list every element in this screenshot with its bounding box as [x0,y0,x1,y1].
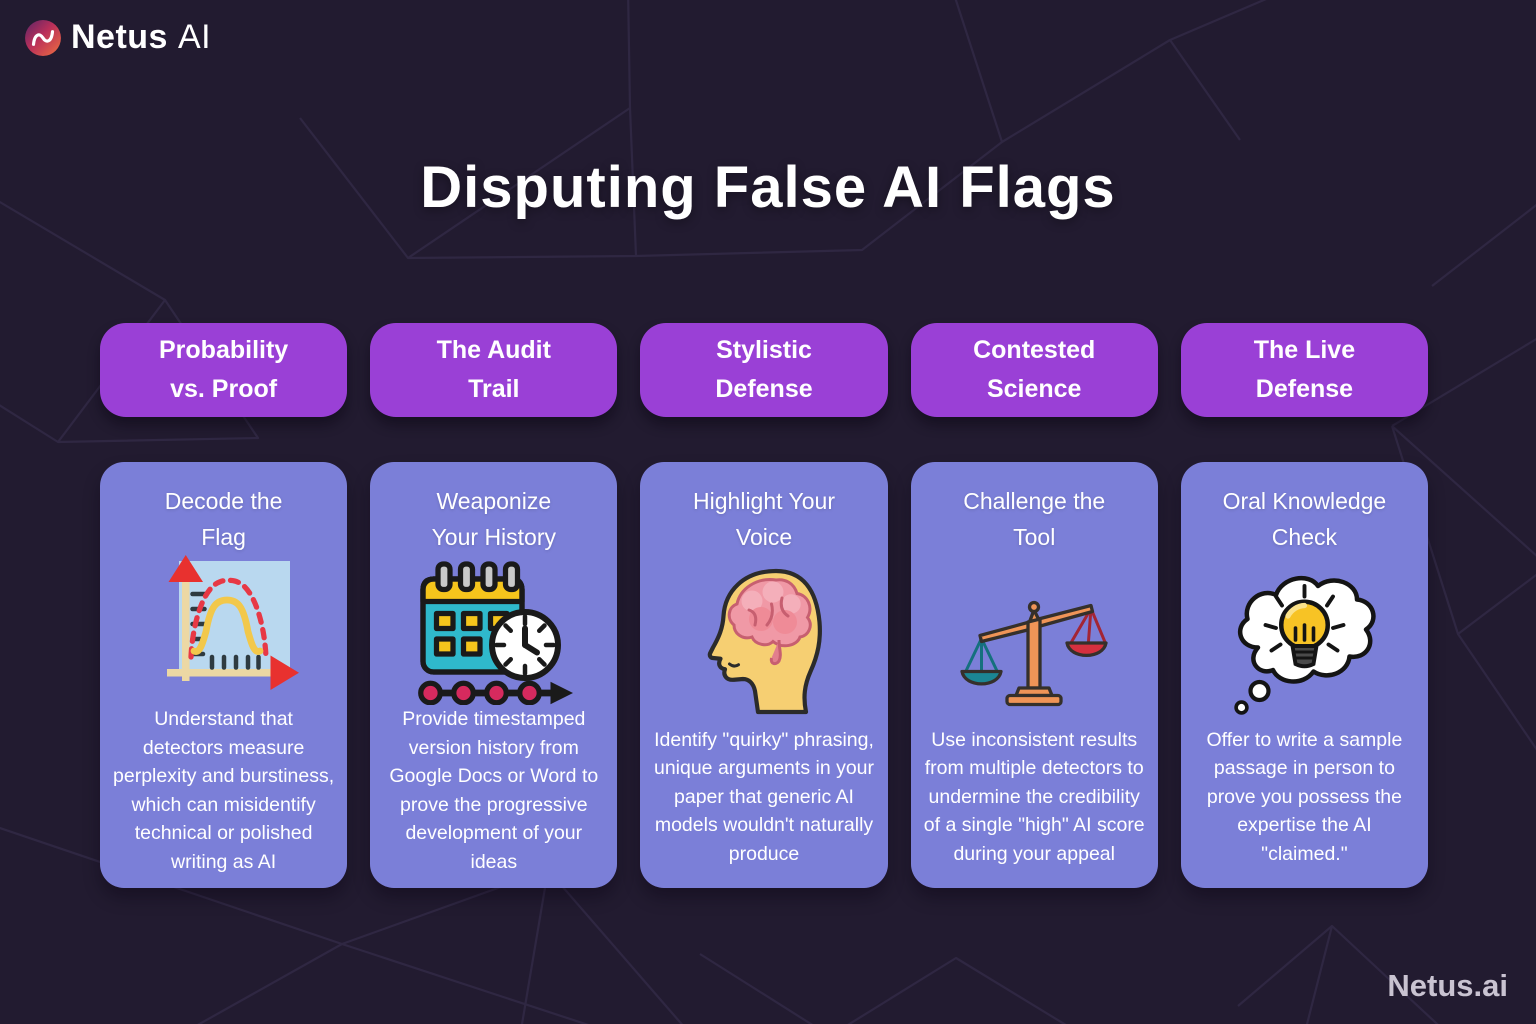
pill-contested-science: Contested Science [910,323,1158,417]
card-description: Understand that detectors measure perple… [113,708,335,873]
card-title: Weaponize Your History [431,488,557,550]
head-brain-icon [650,555,877,725]
balance-scale-icon [921,555,1148,725]
brand-name: Netus AI [71,18,211,57]
card-oral-knowledge-check: Oral Knowledge Check [1180,462,1429,888]
pill-the-audit-trail: The Audit Trail [370,323,618,417]
calendar-clock-timeline-icon [380,555,607,706]
card-title: Decode the Flag [164,488,283,550]
card-highlight-your-voice: Highlight Your Voice [640,462,888,888]
card-description: Use inconsistent results from multiple d… [923,728,1145,865]
card-decode-the-flag: Decode the Flag [100,462,348,888]
card-description: Provide timestamped version history from… [389,708,599,873]
netus-logo: Netus AI [24,18,211,57]
pill-probability-vs-proof: Probability vs. Proof [100,323,348,417]
netus-logo-icon [24,19,62,57]
bell-curve-chart-icon [110,555,337,705]
brand-name-primary: Netus [71,18,168,56]
pill-stylistic-defense: Stylistic Defense [640,323,888,417]
watermark-text: Netus.ai [1387,968,1508,1003]
card-challenge-the-tool: Challenge the Tool [910,462,1158,888]
card-description: Offer to write a sample passage in perso… [1206,728,1403,865]
pill-the-live-defense: The Live Defense [1180,323,1429,417]
lightbulb-thought-bubble-icon [1191,555,1418,725]
card-title: Highlight Your Voice [693,488,835,550]
pills-row: Probability vs. Proof The Audit Trail St… [100,323,1429,417]
page-title: Disputing False AI Flags [420,155,1116,220]
card-title: Challenge the Tool [963,488,1106,550]
card-title: Oral Knowledge Check [1222,488,1387,550]
cards-row: Decode the Flag [100,462,1429,888]
brand-name-secondary: AI [177,18,212,56]
card-weaponize-your-history: Weaponize Your History [370,462,618,888]
card-description: Identify "quirky" phrasing, unique argum… [653,728,875,865]
